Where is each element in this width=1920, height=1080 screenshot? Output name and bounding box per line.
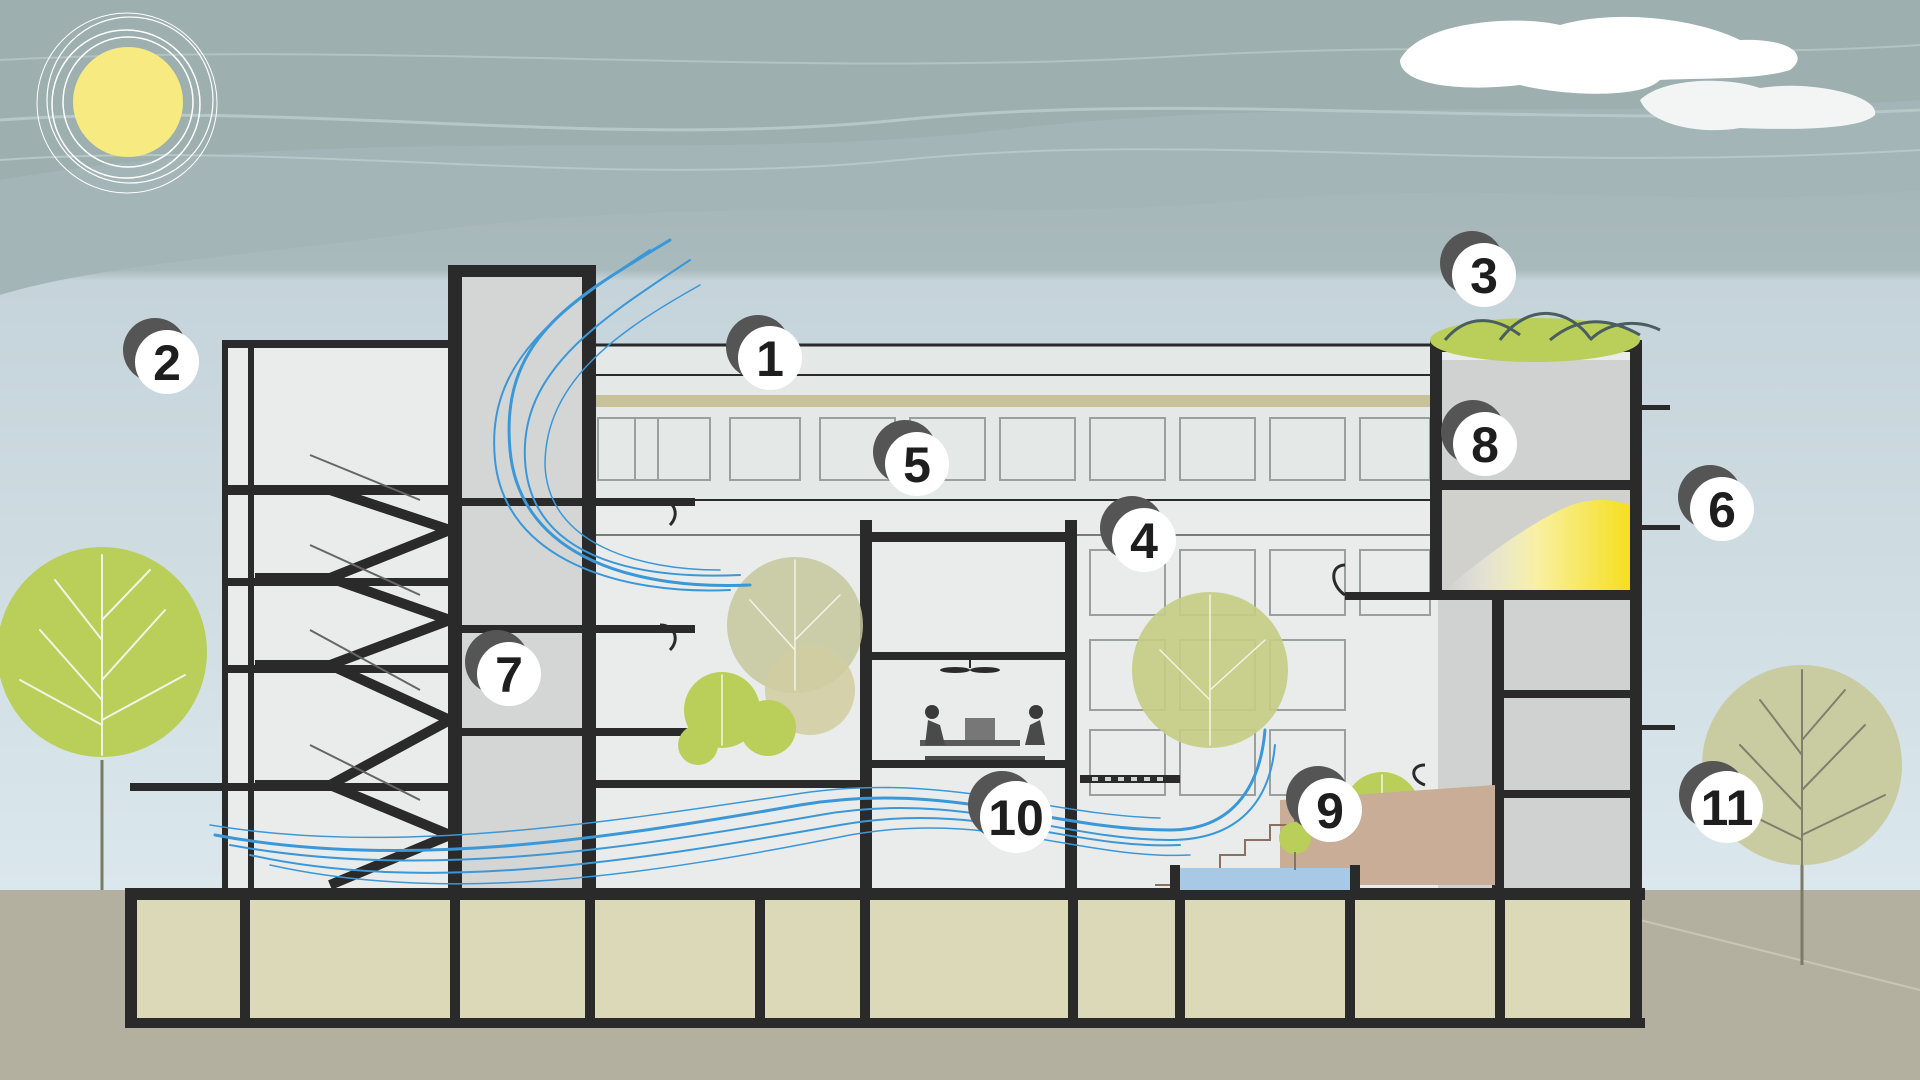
sun-icon <box>36 12 218 194</box>
marker-2: 2 <box>123 318 199 394</box>
marker-4-label: 4 <box>1130 513 1158 569</box>
marker-9: 9 <box>1286 766 1362 842</box>
marker-2-label: 2 <box>153 335 181 391</box>
marker-11: 11 <box>1679 761 1763 843</box>
marker-8-label: 8 <box>1471 417 1499 473</box>
marker-7-label: 7 <box>495 647 523 703</box>
marker-6-label: 6 <box>1708 482 1736 538</box>
marker-9-label: 9 <box>1316 783 1344 839</box>
marker-1-label: 1 <box>756 331 784 387</box>
building-section <box>125 265 1680 1028</box>
airflow-arrows <box>209 238 1276 885</box>
ceiling-fan-icon <box>940 660 1000 673</box>
marker-3-label: 3 <box>1470 248 1498 304</box>
marker-4: 4 <box>1100 496 1176 572</box>
marker-10: 10 <box>968 771 1052 853</box>
atrium-trees <box>678 557 1468 866</box>
marker-7: 7 <box>465 630 541 706</box>
marker-5-label: 5 <box>903 437 931 493</box>
marker-5: 5 <box>873 420 949 496</box>
tree-left <box>0 547 207 890</box>
walkway-bridge <box>1080 775 1180 783</box>
office-workers <box>920 705 1045 760</box>
green-roof <box>1430 312 1661 362</box>
marker-8: 8 <box>1441 400 1517 476</box>
marker-10-label: 10 <box>988 790 1044 846</box>
marker-6: 6 <box>1678 465 1754 541</box>
marker-1: 1 <box>726 315 802 390</box>
cloud <box>1400 16 1876 131</box>
marker-11-label: 11 <box>1701 780 1754 836</box>
marker-3: 3 <box>1440 231 1516 307</box>
